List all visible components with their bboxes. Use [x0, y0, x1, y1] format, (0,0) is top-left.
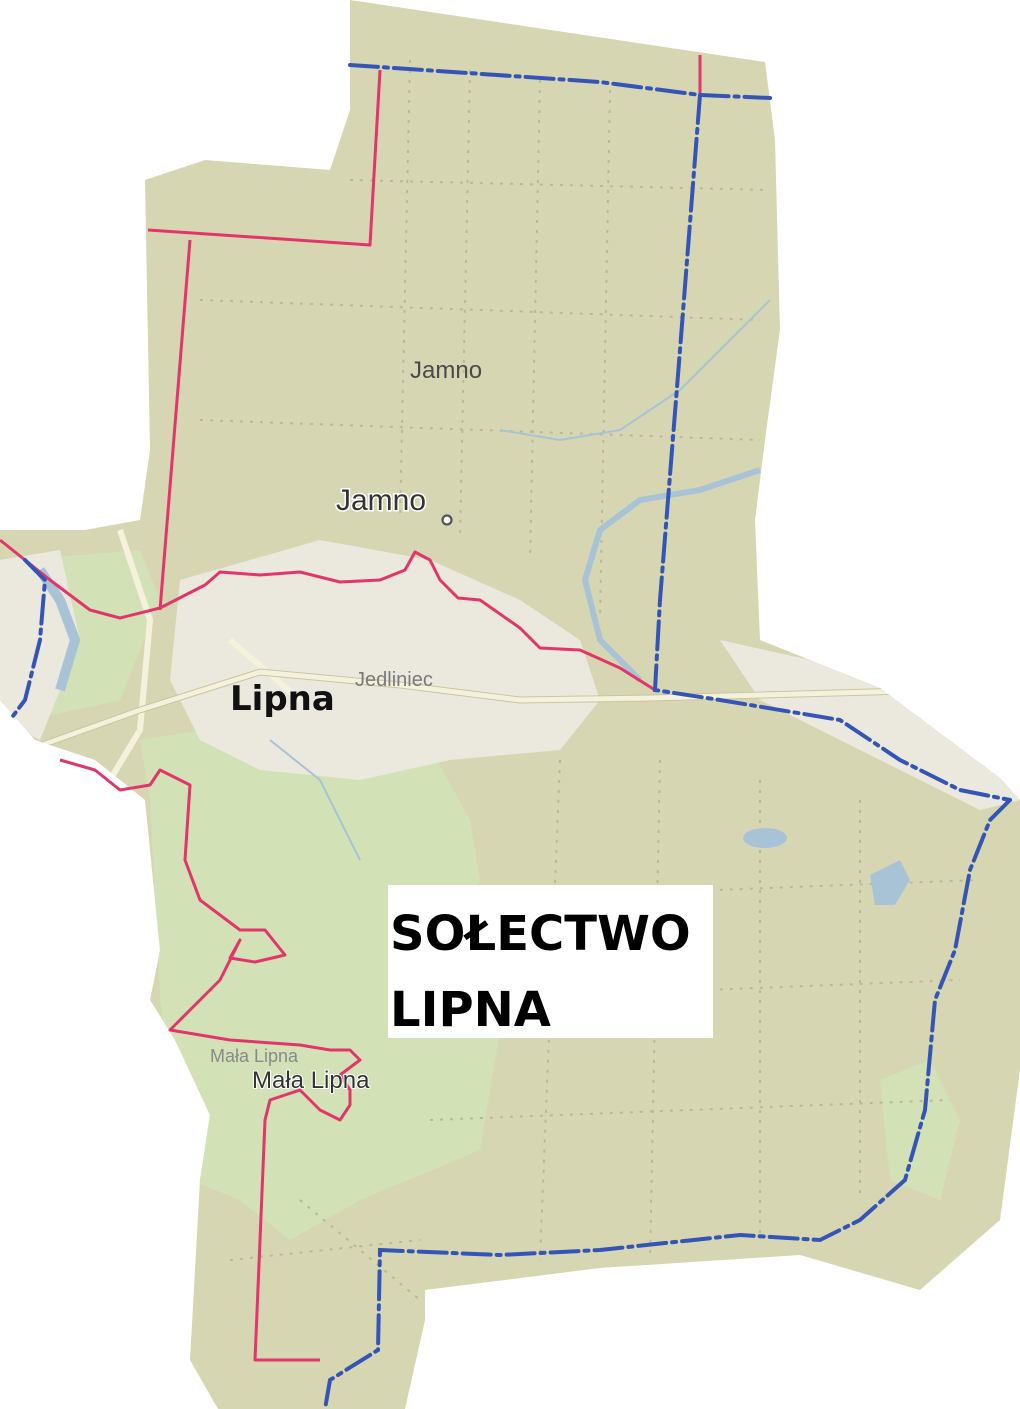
title-line-1: SOŁECTWO — [390, 906, 691, 962]
label-lipna: Lipna — [230, 679, 335, 719]
title-line-2: LIPNA — [390, 982, 551, 1038]
settlement-area — [720, 640, 1020, 810]
label-mala-lipna-faint: Mała Lipna — [210, 1046, 299, 1066]
pond — [743, 828, 787, 848]
label-jamno-village: Jamno — [336, 484, 426, 517]
river — [35, 567, 81, 692]
label-jamno-area: Jamno — [410, 357, 482, 384]
pond — [870, 860, 910, 905]
forest-patch — [880, 1060, 960, 1200]
stream — [269, 739, 361, 861]
label-mala-lipna: Mała Lipna — [252, 1067, 370, 1094]
river — [581, 467, 761, 683]
village-marker-icon — [441, 514, 453, 526]
forest-area — [140, 715, 500, 1240]
road-edges — [0, 668, 1020, 764]
solectwo-boundary — [0, 55, 702, 1362]
stream — [499, 299, 771, 442]
gmina-boundary — [8, 63, 1012, 1409]
title-box: SOŁECTWO LIPNA — [388, 885, 713, 1038]
settlement-area — [170, 540, 600, 780]
label-jedliniec: Jedliniec — [355, 669, 433, 691]
title-box-background — [388, 885, 713, 1038]
roads — [0, 529, 1020, 782]
